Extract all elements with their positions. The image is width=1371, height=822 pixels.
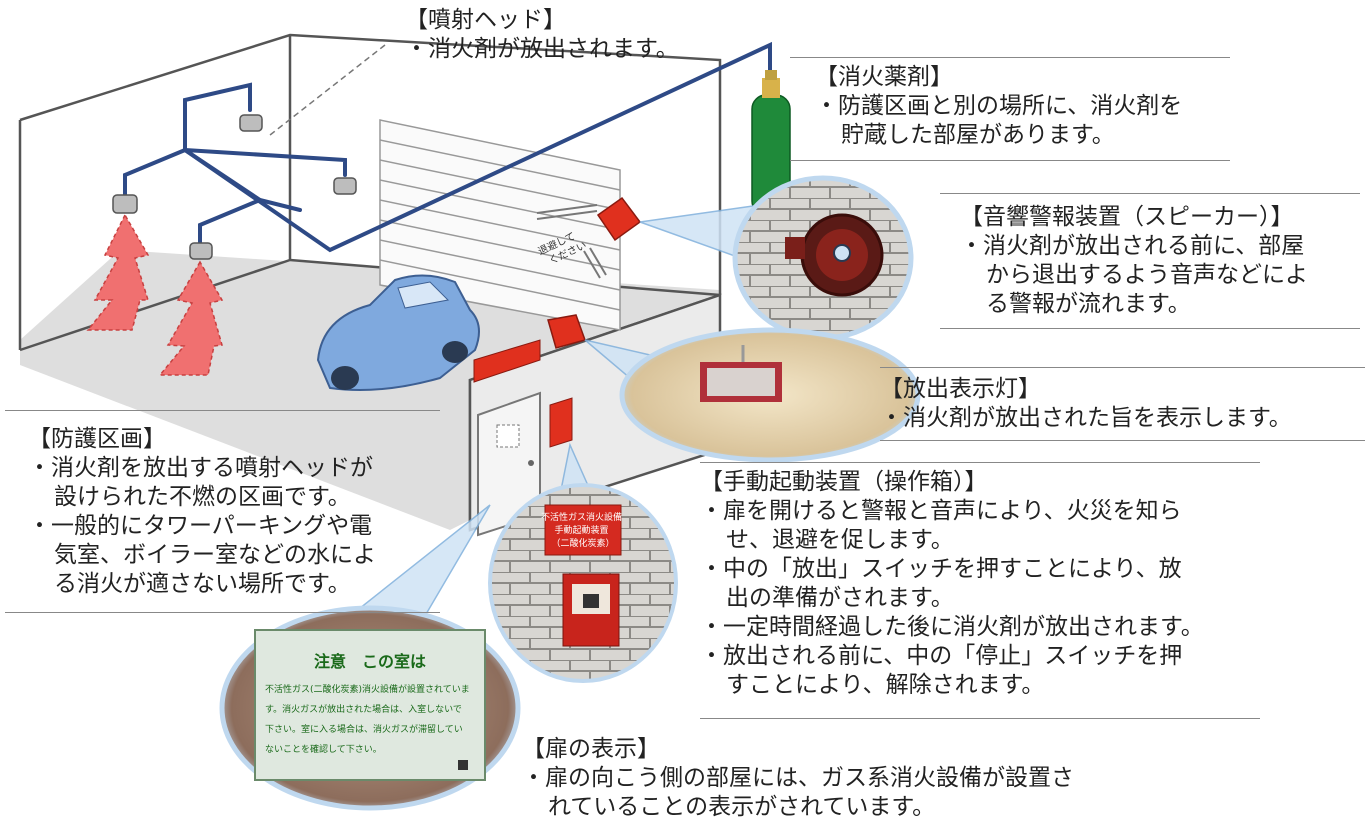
- label-manual-line: ・扉を開けると警報と音声により、火災を知ら: [700, 498, 1182, 524]
- label-lamp: 【放出表示灯】 ・消火剤が放出された旨を表示します。: [880, 375, 1292, 433]
- label-agent-title: 【消火薬剤】: [815, 64, 953, 90]
- label-manual-line: 出の準備がされます。: [726, 585, 954, 611]
- label-speaker-line: ・消火剤が放出される前に、部屋: [960, 233, 1305, 259]
- rule-lamp-top: [880, 367, 1365, 368]
- pipes: [123, 41, 772, 253]
- rule-speaker-top: [940, 193, 1360, 194]
- car: [316, 274, 480, 392]
- rule-zone-bottom: [5, 612, 440, 613]
- evacuate-sign-lines: [536, 204, 607, 279]
- label-speaker-title: 【音響警報装置（スピーカー）】: [960, 204, 1294, 230]
- speaker-photo: [732, 175, 914, 341]
- label-door-title: 【扉の表示】: [522, 736, 660, 762]
- rule-manual-bottom: [700, 718, 1260, 719]
- label-door-line: れていることの表示がされています。: [548, 794, 936, 820]
- nozzles: [112, 114, 357, 260]
- label-zone: 【防護区画】 ・消火剤を放出する噴射ヘッドが 設けられた不燃の区画です。 ・一般…: [28, 425, 376, 599]
- label-manual-title: 【手動起動装置（操作箱）】: [700, 469, 988, 495]
- label-head-title: 【噴射ヘッド】: [405, 7, 566, 33]
- discharge-lamp: [473, 339, 541, 383]
- label-speaker: 【音響警報装置（スピーカー）】 ・消火剤が放出される前に、部屋 から退出するよう…: [960, 203, 1308, 319]
- notice-title: 注意 この室は: [314, 652, 426, 671]
- label-agent-line: ・防護区画と別の場所に、消火剤を: [815, 93, 1183, 119]
- label-zone-line: ・消火剤を放出する噴射ヘッドが: [28, 455, 373, 481]
- rule-speaker-bottom: [940, 328, 1360, 329]
- label-manual-line: すことにより、解除されます。: [726, 672, 1045, 698]
- box-sign-text: 不活性ガス消火設備 手動起動装置 （二酸化炭素）: [541, 511, 625, 549]
- rule-manual-top: [700, 462, 1260, 463]
- lamp-photo: [619, 327, 921, 463]
- label-zone-line: 気室、ボイラー室などの水によ: [54, 542, 376, 568]
- speaker-room: [547, 196, 642, 349]
- label-agent-line: 貯蔵した部屋があります。: [841, 122, 1115, 148]
- rule-agent-top: [790, 57, 1230, 58]
- label-head: 【噴射ヘッド】 ・消火剤が放出されます。: [405, 6, 679, 64]
- label-lamp-title: 【放出表示灯】: [880, 376, 1041, 402]
- label-manual-line: ・放出される前に、中の「停止」スイッチを押: [700, 643, 1183, 669]
- rule-lamp-bottom: [880, 440, 1365, 441]
- box-photo: 不活性ガス消火設備 手動起動装置 （二酸化炭素）: [488, 483, 678, 683]
- manual-box: [549, 397, 573, 448]
- label-manual-line: ・中の「放出」スイッチを押すことにより、放: [700, 556, 1182, 582]
- rule-zone-top: [5, 410, 440, 411]
- label-speaker-line: る警報が流れます。: [986, 291, 1191, 317]
- label-lamp-line: ・消火剤が放出された旨を表示します。: [880, 405, 1292, 431]
- door-knob: [528, 460, 534, 466]
- label-door-line: ・扉の向こう側の部屋には、ガス系消火設備が設置さ: [522, 765, 1074, 791]
- rule-agent-bottom: [790, 160, 1230, 161]
- label-manual-line: ・一定時間経過した後に消火剤が放出されます。: [700, 614, 1204, 640]
- label-agent: 【消火薬剤】 ・防護区画と別の場所に、消火剤を 貯蔵した部屋があります。: [815, 63, 1182, 150]
- head-pointer: [269, 44, 386, 136]
- label-manual-line: せ、退避を促します。: [726, 527, 954, 553]
- label-head-line: ・消火剤が放出されます。: [405, 36, 679, 62]
- label-zone-line: 設けられた不燃の区画です。: [54, 484, 351, 510]
- notice-photo: 注意 この室は 不活性ガス(二酸化炭素)消火設備が設置されていま す。消火ガスが…: [219, 605, 521, 811]
- label-door: 【扉の表示】 ・扉の向こう側の部屋には、ガス系消火設備が設置さ れていることの表…: [522, 735, 1074, 822]
- spray: [86, 213, 224, 376]
- door-window: [496, 424, 520, 448]
- label-manual: 【手動起動装置（操作箱）】 ・扉を開けると警報と音声により、火災を知ら せ、退避…: [700, 468, 1204, 700]
- label-zone-title: 【防護区画】: [28, 426, 166, 452]
- label-zone-line: ・一般的にタワーパーキングや電: [28, 513, 373, 539]
- label-speaker-line: から退出するよう音声などによ: [986, 262, 1308, 288]
- notice-body: 不活性ガス(二酸化炭素)消火設備が設置されていま す。消火ガスが放出された場合は…: [265, 683, 473, 755]
- label-zone-line: る消火が適さない場所です。: [54, 571, 351, 597]
